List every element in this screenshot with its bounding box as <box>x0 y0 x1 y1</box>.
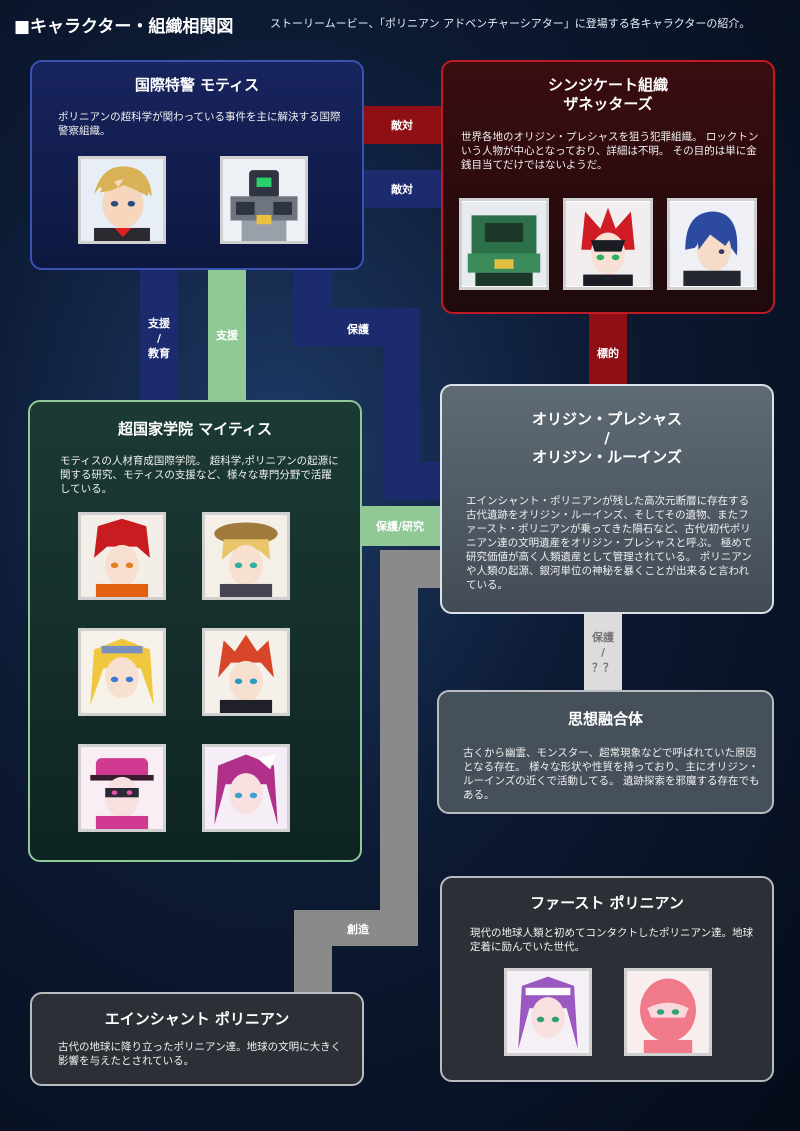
red-helmet-portrait <box>563 198 653 290</box>
motis-desc: ポリニアンの超科学が関わっている事件を主に解決する国際警察組織。 <box>58 111 341 137</box>
protect-label: 保護 <box>347 323 369 336</box>
support-edu-label: 支援 / 教育 <box>148 317 170 360</box>
protect-research-label: 保護/研究 <box>375 520 425 533</box>
blonde-girl-portrait <box>78 628 166 716</box>
enemy-connector-1 <box>362 106 442 144</box>
robot-mech-portrait <box>220 156 308 244</box>
header-description: ストーリームービー、「ポリニアン アドベンチャーシアター」に登場する各キャラクタ… <box>270 17 751 30</box>
origin-title: オリジン・プレシャス / オリジン・ルーインズ <box>531 410 682 466</box>
maitis-desc: モティスの人材育成国際学院。 超科学,ポリニアンの起源に関する研究、モティスの支… <box>60 455 339 495</box>
zanettas-title: シンジケート組織 ザネッターズ <box>547 76 668 113</box>
support-edu-connector <box>140 268 178 403</box>
first-polinian-title: ファースト ポリニアン <box>530 894 684 912</box>
target-label: 標的 <box>597 347 619 360</box>
hat-girl-portrait <box>202 512 290 600</box>
ancient-polinian-box: エインシャント ポリニアン 古代の地球に降り立ったポリニアン達。地球の文明に大き… <box>30 992 364 1086</box>
zanettas-box: シンジケート組織 ザネッターズ 世界各地のオリジン・プレシャスを狙う犯罪組織。 … <box>441 60 775 314</box>
ancient-polinian-desc: 古代の地球に降り立ったポリニアン達。地球の文明に大きく影響を与えたとされている。 <box>58 1041 342 1067</box>
purple-first-portrait <box>504 968 592 1056</box>
origin-box: オリジン・プレシャス / オリジン・ルーインズ エインシャント・ポリニアンが残し… <box>440 384 774 614</box>
enemy-label-1: 敵対 <box>391 119 413 132</box>
zanettas-desc: 世界各地のオリジン・プレシャスを狙う犯罪組織。 ロックトンいう人物が中心となって… <box>461 131 759 171</box>
pink-cap-girl-portrait <box>78 744 166 832</box>
protect-unknown-connector <box>584 612 622 690</box>
maitis-title: 超国家学院 マイティス <box>117 420 273 438</box>
support-connector <box>208 268 246 403</box>
shiso-box: 思想融合体 古くから幽霊、モンスター、超常現象などで呼ばれていた原因となる存在。… <box>437 690 774 814</box>
motis-box: 国際特警 モティス ポリニアンの超科学が関わっている事件を主に解決する国際警察組… <box>30 60 364 270</box>
first-polinian-desc: 現代の地球人類と初めてコンタクトしたポリニアン達。地球定着に励んでいた世代。 <box>470 927 754 953</box>
create-connector <box>294 550 440 994</box>
green-mech-portrait <box>459 198 549 290</box>
enemy-label-2: 敵対 <box>391 183 413 196</box>
redhair-girl-portrait <box>202 628 290 716</box>
header-title: ■キャラクター・組織相関図 <box>14 17 234 37</box>
protect-connector <box>294 268 440 500</box>
enemy-connector-2 <box>362 170 442 208</box>
shiso-title: 思想融合体 <box>567 710 643 728</box>
shiso-desc: 古くから幽霊、モンスター、超常現象などで呼ばれていた原因となる存在。 様々な形状… <box>463 747 760 801</box>
create-label: 創造 <box>347 923 369 936</box>
protect-unknown-label: 保護 / ？？ <box>592 631 614 674</box>
ancient-polinian-title: エインシャント ポリニアン <box>104 1010 290 1028</box>
blonde-officer-portrait <box>78 156 166 244</box>
protect-research-connector <box>360 506 440 546</box>
target-connector <box>589 312 627 385</box>
blue-hair-portrait <box>667 198 757 290</box>
maitis-box: 超国家学院 マイティス モティスの人材育成国際学院。 超科学,ポリニアンの起源に… <box>28 400 362 862</box>
first-polinian-box: ファースト ポリニアン 現代の地球人類と初めてコンタクトしたポリニアン達。地球定… <box>440 876 774 1082</box>
red-armor-girl-portrait <box>78 512 166 600</box>
support-label: 支援 <box>216 329 238 342</box>
pink-first-portrait <box>624 968 712 1056</box>
origin-desc: エインシャント・ポリニアンが残した高次元断層に存在する古代遺跡をオリジン・ルーイ… <box>466 495 753 591</box>
purple-hair-girl-portrait <box>202 744 290 832</box>
motis-title: 国際特警 モティス <box>134 76 260 94</box>
